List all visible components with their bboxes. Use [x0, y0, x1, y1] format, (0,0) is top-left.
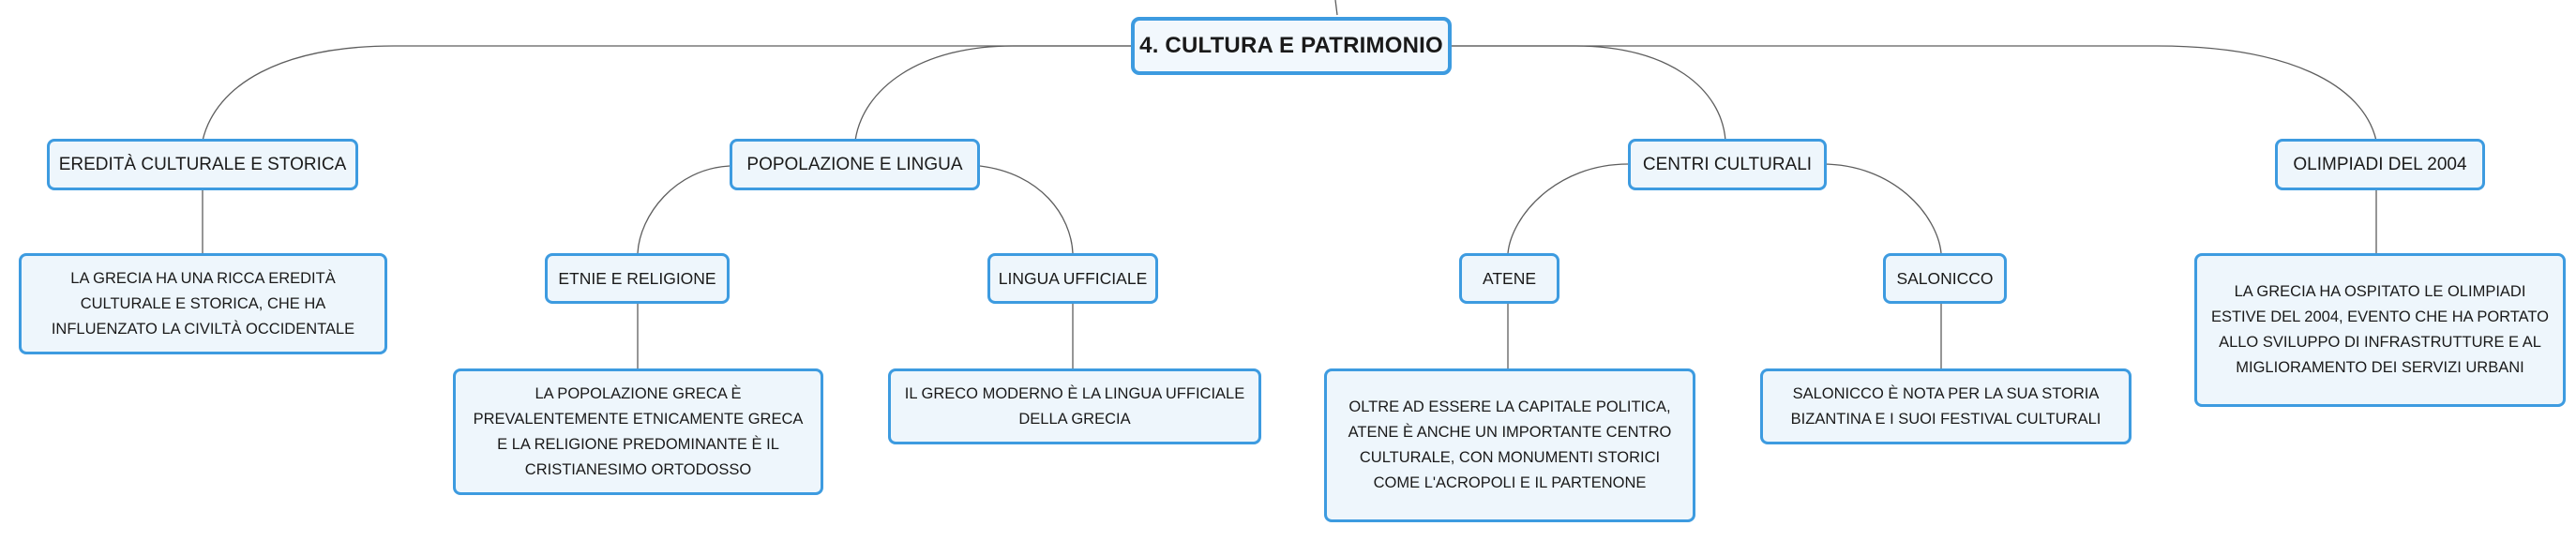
sub-salonicco[interactable]: SALONICCO [1883, 253, 2007, 304]
connector-centri-atene [1507, 163, 1629, 254]
sub-atene[interactable]: ATENE [1459, 253, 1559, 304]
sub-label: ATENE [1482, 268, 1537, 288]
desc-text: LA POPOLAZIONE GRECA È PREVALENTEMENTE E… [473, 384, 804, 478]
desc-atene[interactable]: OLTRE AD ESSERE LA CAPITALE POLITICA, AT… [1324, 368, 1695, 522]
desc-text: OLTRE AD ESSERE LA CAPITALE POLITICA, AT… [1348, 398, 1672, 491]
root-node[interactable]: 4. CULTURA E PATRIMONIO [1131, 17, 1452, 75]
desc-etnie-religione[interactable]: LA POPOLAZIONE GRECA È PREVALENTEMENTE E… [453, 368, 823, 495]
desc-eredita-culturale[interactable]: LA GRECIA HA UNA RICCA EREDITÀ CULTURALE… [19, 253, 387, 354]
branch-label: EREDITÀ CULTURALE E STORICA [58, 154, 347, 174]
desc-text: SALONICCO È NOTA PER LA SUA STORIA BIZAN… [1790, 384, 2101, 428]
desc-text: IL GRECO MODERNO È LA LINGUA UFFICIALE D… [904, 384, 1245, 428]
connector-popolazione-lingua [979, 165, 1074, 254]
connector-centri-salonicco [1821, 163, 1942, 254]
root-label: 4. CULTURA E PATRIMONIO [1139, 33, 1443, 58]
desc-text: LA GRECIA HA OSPITATO LE OLIMPIADI ESTIV… [2210, 283, 2550, 376]
branch-popolazione-lingua[interactable]: POPOLAZIONE E LINGUA [730, 139, 980, 190]
connector-root-centri [1452, 45, 1726, 142]
connector-root-popolazione [854, 45, 1131, 142]
branch-olimpiadi-2004[interactable]: OLIMPIADI DEL 2004 [2275, 139, 2485, 190]
connector-root-eredita [202, 45, 1131, 142]
branch-label: POPOLAZIONE E LINGUA [746, 154, 963, 174]
sub-lingua-ufficiale[interactable]: LINGUA UFFICIALE [987, 253, 1158, 304]
sub-label: SALONICCO [1896, 268, 1994, 288]
connector-popolazione-etnie [637, 165, 731, 254]
branch-centri-culturali[interactable]: CENTRI CULTURALI [1628, 139, 1827, 190]
sub-etnie-religione[interactable]: ETNIE E RELIGIONE [545, 253, 730, 304]
connector-root-olimpiadi [1452, 45, 2377, 142]
desc-olimpiadi-2004[interactable]: LA GRECIA HA OSPITATO LE OLIMPIADI ESTIV… [2194, 253, 2566, 407]
desc-salonicco[interactable]: SALONICCO È NOTA PER LA SUA STORIA BIZAN… [1760, 368, 2132, 444]
sub-label: ETNIE E RELIGIONE [558, 268, 716, 288]
desc-lingua-ufficiale[interactable]: IL GRECO MODERNO È LA LINGUA UFFICIALE D… [888, 368, 1261, 444]
branch-eredita-culturale[interactable]: EREDITÀ CULTURALE E STORICA [47, 139, 358, 190]
sub-label: LINGUA UFFICIALE [998, 268, 1148, 288]
desc-text: LA GRECIA HA UNA RICCA EREDITÀ CULTURALE… [51, 269, 355, 338]
branch-label: OLIMPIADI DEL 2004 [2293, 154, 2467, 174]
branch-label: CENTRI CULTURALI [1642, 154, 1813, 174]
connector-parent-stub [1334, 0, 1338, 16]
